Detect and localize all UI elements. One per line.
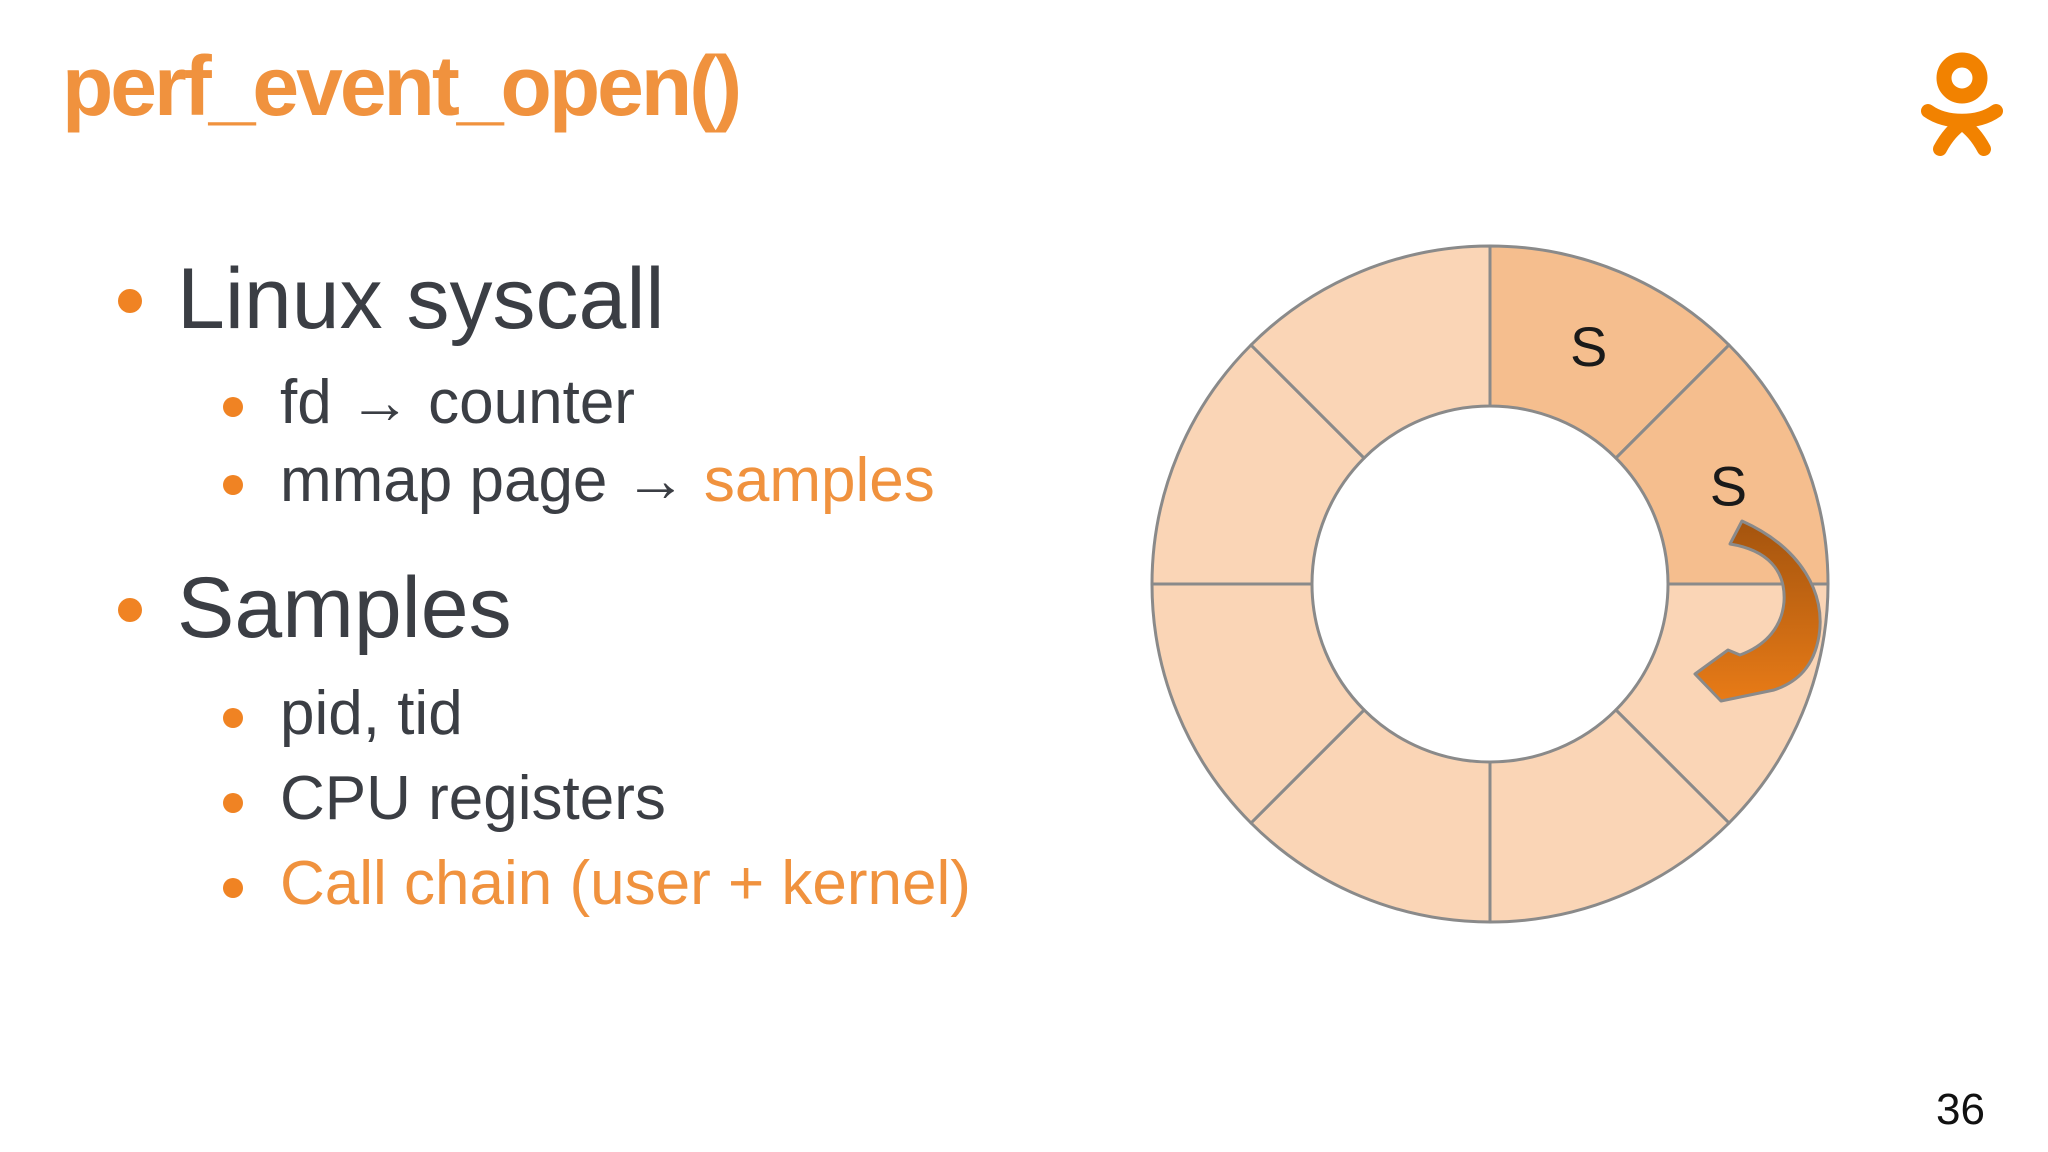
page-number: 36 bbox=[1936, 1085, 1985, 1134]
segment-label: S bbox=[1570, 315, 1607, 378]
clockwise-arrow-icon bbox=[1693, 519, 1822, 703]
ring-segment bbox=[1614, 343, 1830, 586]
accent-text: Call chain (user + kernel) bbox=[280, 849, 971, 918]
bullet-dot-icon bbox=[223, 878, 243, 898]
bullet-label: Linux syscall bbox=[177, 256, 665, 342]
bullet-dot-icon bbox=[118, 289, 142, 313]
ring-segment bbox=[1150, 582, 1366, 825]
ring-segment bbox=[1249, 708, 1492, 924]
bullet-dot-icon bbox=[118, 598, 142, 622]
bullet-label: Call chain (user + kernel) bbox=[280, 853, 971, 915]
ring-segment bbox=[1488, 244, 1731, 460]
plain-text: Linux syscall bbox=[177, 251, 665, 347]
bullet-label: Samples bbox=[177, 565, 512, 651]
bullet-dot-icon bbox=[223, 708, 243, 728]
bullet-label: fd → counter bbox=[280, 372, 635, 434]
bullet-dot-icon bbox=[223, 397, 243, 417]
plain-text: pid, tid bbox=[280, 679, 463, 748]
slide-title: perf_event_open() bbox=[62, 39, 742, 133]
ok-logo-icon bbox=[1921, 52, 2003, 156]
bullet-dot-icon bbox=[223, 793, 243, 813]
ring-segment bbox=[1249, 244, 1492, 460]
bullet-dot-icon bbox=[223, 475, 243, 495]
bullet-label: mmap page → samples bbox=[280, 450, 935, 512]
segment-label: S bbox=[1710, 454, 1747, 517]
plain-text: Samples bbox=[177, 560, 512, 656]
plain-text: mmap page → bbox=[280, 446, 704, 515]
ring-buffer-diagram: SS bbox=[1150, 244, 1830, 924]
ring-segment bbox=[1150, 343, 1366, 586]
plain-text: CPU registers bbox=[280, 764, 666, 833]
bullet-label: CPU registers bbox=[280, 768, 666, 830]
accent-text: samples bbox=[703, 446, 935, 515]
bullet-label: pid, tid bbox=[280, 683, 463, 745]
plain-text: fd → counter bbox=[280, 368, 635, 437]
ring-segment bbox=[1488, 708, 1731, 924]
